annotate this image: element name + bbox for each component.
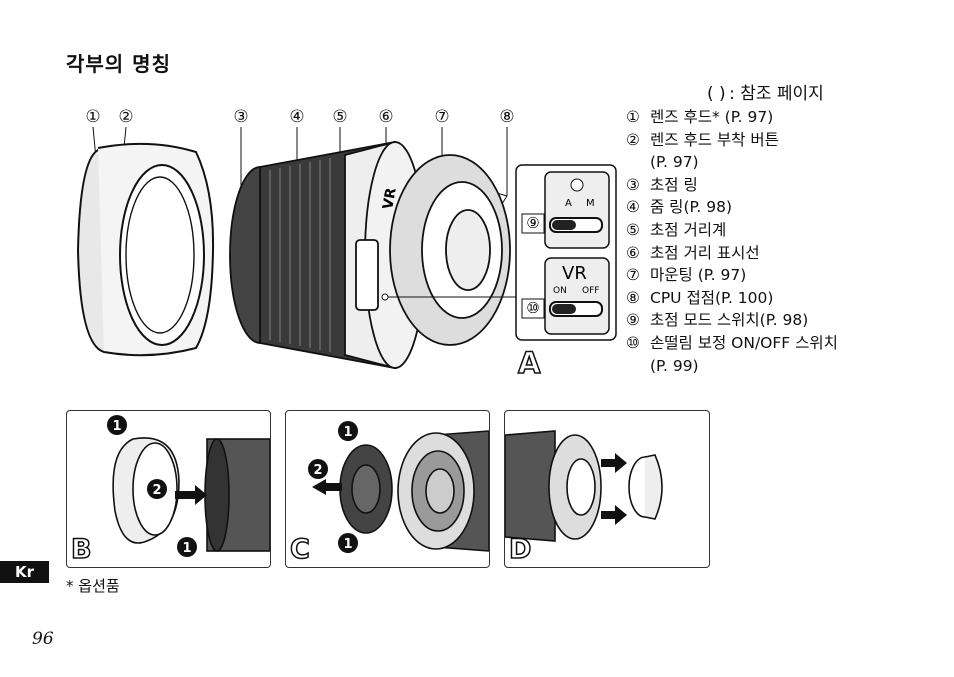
step-2-marker: 2 — [313, 463, 322, 478]
page-number: 96 — [32, 629, 54, 649]
callout-9: ⑨ — [526, 214, 539, 232]
step-1-marker: 1 — [343, 425, 352, 440]
step-1-marker: 1 — [182, 541, 191, 556]
lens-hood — [76, 142, 215, 357]
language-tab: Kr — [0, 561, 49, 583]
figure-panel-c: 1 2 1 C — [285, 410, 490, 568]
callout-8: ⑧ — [499, 107, 514, 127]
reference-note: ( ) : 참조 페이지 — [707, 84, 824, 104]
callout-2: ② — [118, 107, 133, 127]
callout-6: ⑥ — [378, 107, 393, 127]
page-title: 각부의 명칭 — [66, 52, 171, 76]
lens-parts-diagram: ① ② ③ ④ ⑤ ⑥ ⑦ ⑧ — [76, 107, 617, 370]
figure-label-a: A — [517, 345, 541, 381]
vr-label: VR — [562, 263, 587, 284]
figure-panel-b: 1 2 1 B — [66, 410, 271, 568]
focus-m-label: M — [586, 198, 595, 209]
lens-body — [229, 140, 511, 370]
callout-1: ① — [85, 107, 100, 127]
list-item-continuation: (P. 99) — [650, 356, 699, 375]
hood-attach-illustration: 1 2 1 — [107, 415, 270, 557]
vr-on-label: ON — [553, 286, 567, 296]
figure-label-c: C — [289, 533, 310, 566]
list-item-continuation: (P. 97) — [650, 153, 699, 172]
lens-cap-illustration: 1 2 1 — [308, 421, 489, 553]
rear-cap-illustration — [505, 430, 663, 542]
callout-3: ③ — [233, 107, 248, 127]
step-2-marker: 2 — [152, 483, 161, 498]
figure-panel-d: D — [504, 410, 710, 568]
step-1-marker: 1 — [112, 419, 121, 434]
figure-label-b: B — [70, 533, 92, 566]
callout-7: ⑦ — [434, 107, 449, 127]
switch-inset: A M VR ON OFF ⑨ ⑩ — [515, 164, 617, 341]
vr-off-label: OFF — [582, 286, 599, 296]
figure-label-d: D — [508, 533, 532, 566]
callout-5: ⑤ — [332, 107, 347, 127]
vr-logo-text: VR — [380, 186, 400, 210]
callout-10: ⑩ — [526, 299, 539, 317]
step-1-marker: 1 — [343, 537, 352, 552]
callout-4: ④ — [289, 107, 304, 127]
footnote: * 옵션품 — [66, 577, 120, 595]
focus-a-label: A — [565, 198, 572, 209]
